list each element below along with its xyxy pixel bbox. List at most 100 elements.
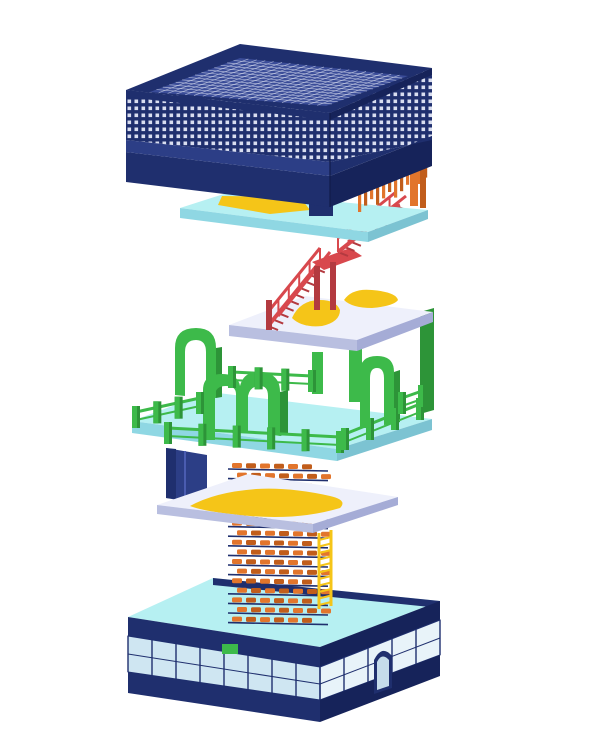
seat (307, 473, 317, 479)
railing-post-face (198, 423, 204, 446)
seat (232, 463, 242, 468)
seat (274, 617, 284, 623)
seat (307, 589, 317, 595)
railing-post-face (366, 418, 371, 440)
seat (279, 588, 289, 594)
seat (288, 617, 298, 623)
mesh-grid-line (290, 72, 375, 104)
seat (293, 550, 303, 556)
railing-post-face (164, 422, 169, 444)
seat (274, 463, 284, 469)
seat (302, 464, 312, 470)
mesh-grid-line (176, 60, 266, 95)
seat (321, 608, 331, 614)
seat (279, 607, 289, 613)
railing-post-face (254, 367, 260, 390)
ground-window-mullions (127, 620, 441, 700)
ladder-rung (318, 568, 332, 574)
seat (274, 598, 284, 604)
seat (260, 617, 270, 623)
seat (265, 607, 275, 613)
garden-railings (132, 366, 426, 453)
railing-post-face (416, 398, 421, 420)
stair-support-post (314, 266, 320, 310)
mesh-grid-line (246, 67, 333, 101)
seat (260, 463, 270, 469)
seat (293, 531, 303, 537)
stair-support-post (266, 300, 272, 330)
top-slab-right-edge (368, 210, 428, 242)
seat (293, 608, 303, 613)
seat (246, 597, 256, 603)
garden-column-left (349, 340, 362, 402)
seat (307, 550, 317, 556)
seat (246, 559, 256, 565)
mezzanine-slab-right-edge (313, 497, 398, 533)
ground-right-band (320, 601, 440, 667)
seat (260, 578, 270, 584)
seat (251, 588, 261, 594)
seat (237, 530, 247, 536)
seat (260, 540, 270, 546)
upper-deck-yellow-blob-right (344, 289, 398, 308)
ground-left-band (128, 617, 320, 667)
upper-deck-yellow-blob-left (292, 300, 340, 327)
front-double-arch-side (280, 390, 288, 436)
railing-bar (167, 426, 341, 439)
railing-post-face (391, 408, 396, 430)
mesh-grid-line (158, 58, 249, 94)
railing-post-face (196, 392, 201, 414)
seat (274, 559, 284, 565)
seating-row-rail (227, 593, 329, 597)
mesh-grid-line (211, 63, 299, 98)
mesh-bottom-band-left (126, 152, 330, 207)
seating-row-rail (227, 545, 329, 549)
mesh-grid-line (193, 62, 283, 96)
seat (288, 598, 298, 604)
garden-slab-right-edge (337, 419, 432, 461)
railing-bar (344, 402, 421, 436)
seat (237, 549, 247, 555)
railing-bar (167, 435, 341, 446)
back-arch-left (175, 328, 216, 398)
mesh-bottom-band-top-left (126, 140, 330, 176)
seat (232, 616, 242, 622)
seat (265, 549, 275, 555)
front-double-arch (203, 371, 280, 440)
seat (260, 597, 270, 603)
seat (279, 473, 289, 479)
ground-left-transom (127, 653, 321, 685)
seat (302, 560, 312, 566)
ladder-rung (318, 542, 332, 548)
rooftop-mesh-enclosure (126, 44, 432, 207)
mezzanine-back-wall-side (166, 448, 176, 499)
seat (265, 473, 275, 479)
railing-post-face (132, 406, 137, 428)
seat (251, 607, 261, 613)
orange-louver (358, 186, 362, 212)
seat (279, 550, 289, 556)
seat (265, 588, 275, 594)
mesh-grid-line (273, 70, 358, 103)
seat (246, 540, 256, 546)
mesh-grid-line (264, 69, 350, 102)
ladder-rung (318, 575, 332, 580)
ground-arched-door-glass (377, 656, 389, 690)
railing-post-face (153, 401, 159, 424)
mesh-top-grid (156, 58, 403, 106)
seat (321, 474, 331, 480)
railing-post-face (267, 427, 273, 450)
seating-row-rail (227, 468, 329, 472)
railing-post-face (174, 396, 180, 419)
railing-post-face (308, 370, 313, 392)
ladder-rung (318, 555, 332, 561)
railing-post-face (281, 368, 287, 391)
ground-green-panel (222, 644, 238, 654)
mesh-grid-line (317, 74, 400, 106)
seat (251, 549, 261, 555)
mesh-bottom-band-right (330, 136, 432, 207)
right-arch (360, 356, 394, 428)
mesh-grid-line (229, 65, 316, 99)
ground-left-base (128, 672, 320, 722)
